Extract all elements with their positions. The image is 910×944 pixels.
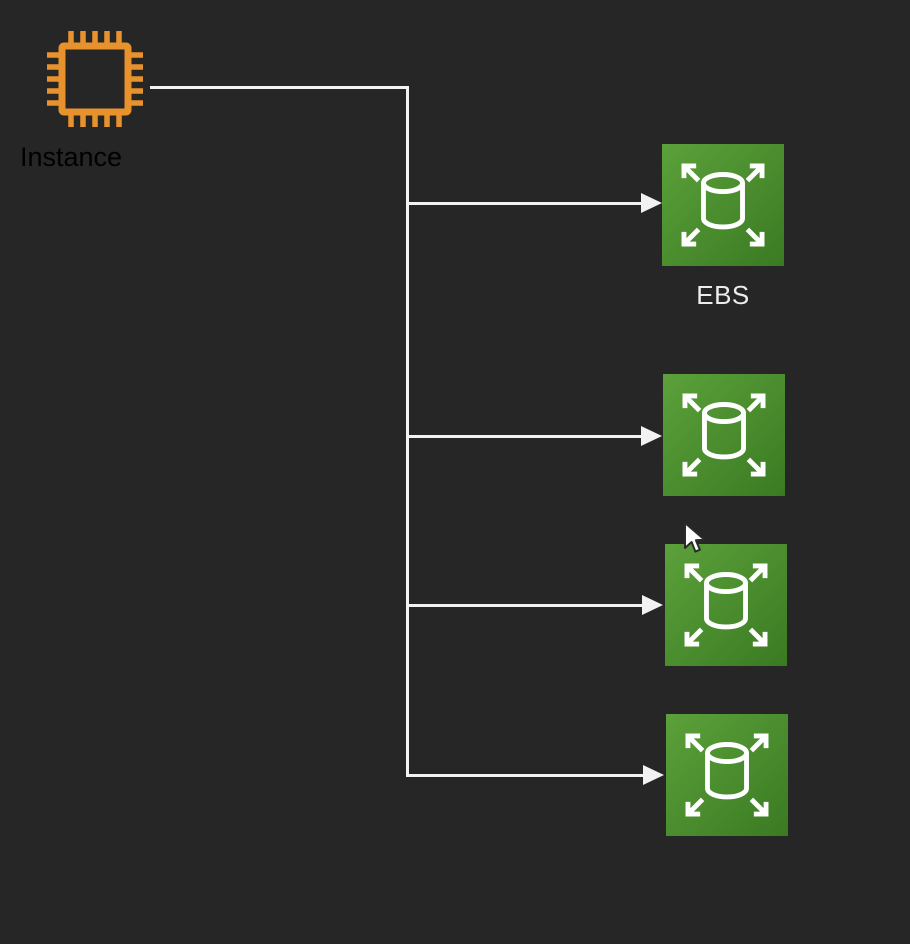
instance-node[interactable]: Instance <box>20 24 170 173</box>
connector-trunk <box>406 86 409 777</box>
instance-label: Instance <box>20 142 123 172</box>
ebs-volume-expand-icon <box>663 374 785 496</box>
connector-arrowhead-1 <box>641 193 662 213</box>
volume-node-4[interactable] <box>665 714 789 850</box>
mouse-pointer-icon <box>684 522 706 553</box>
volume-node-2[interactable] <box>662 374 786 510</box>
connector-instance-to-trunk <box>150 86 408 89</box>
ebs-volume-expand-icon <box>665 544 787 666</box>
connector-branch-1 <box>406 202 642 205</box>
connector-branch-4 <box>406 774 644 777</box>
connector-branch-3 <box>406 604 643 607</box>
ebs-volume-expand-icon <box>666 714 788 836</box>
ec2-instance-chip-icon <box>47 31 143 127</box>
connector-branch-2 <box>406 435 642 438</box>
connector-arrowhead-3 <box>642 595 663 615</box>
connector-arrowhead-2 <box>641 426 662 446</box>
volume-node-3[interactable] <box>664 544 788 680</box>
volume-node-1[interactable]: EBS <box>661 144 785 310</box>
connector-arrowhead-4 <box>643 765 664 785</box>
volume-label-1: EBS <box>696 280 750 310</box>
ebs-volume-expand-icon <box>662 144 784 266</box>
